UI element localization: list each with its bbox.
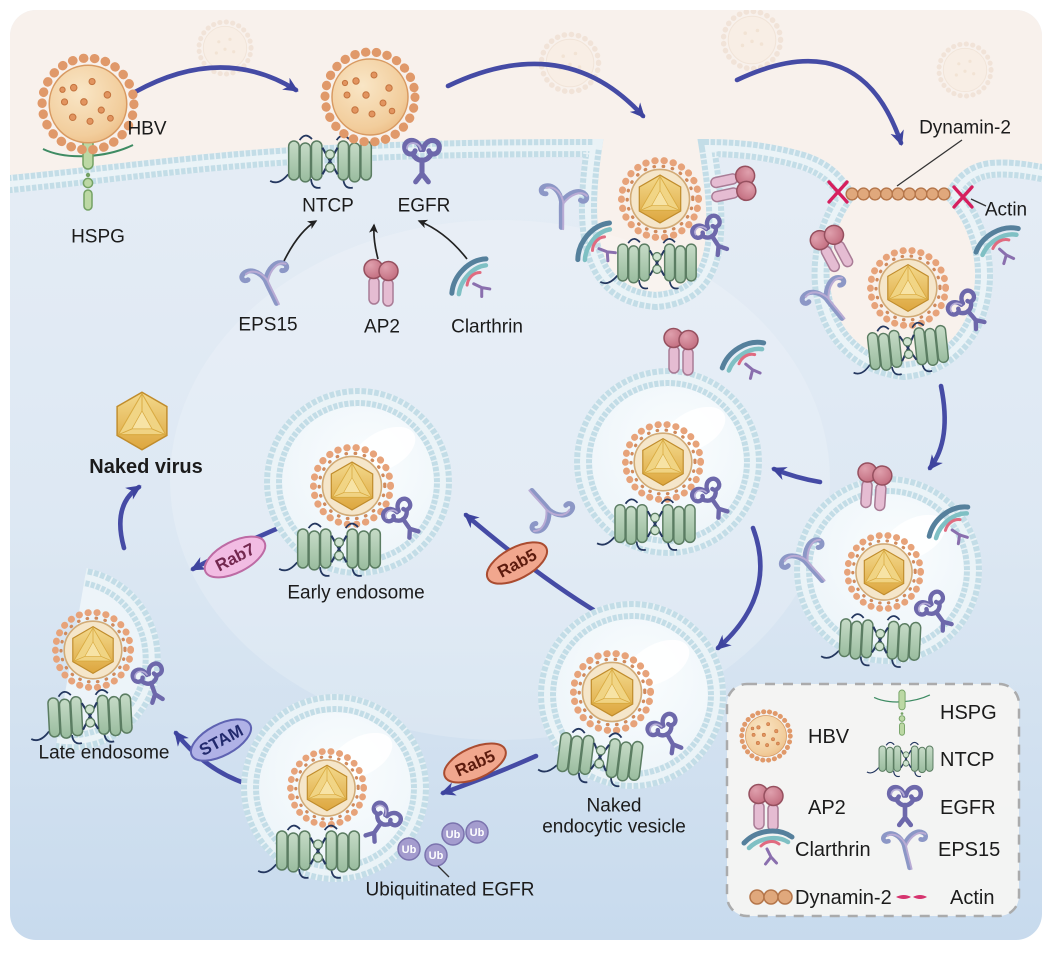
ub-label: Ub — [446, 829, 461, 841]
ubiquitinated-vesicle: Ub Ub Ub Ub Ubiquitinated EGFR — [250, 703, 534, 901]
enveloped-virion — [847, 535, 920, 608]
scission-pit: Dynamin-2 Actin — [799, 118, 1028, 381]
eps15-label: EPS15 — [238, 315, 297, 336]
ubiquitin-chain: Ub Ub Ub Ub — [397, 820, 489, 867]
legend-actin-label: Actin — [950, 887, 994, 909]
hbv-label: HBV — [127, 119, 166, 140]
actin-leader-line — [970, 198, 987, 207]
ub-label: Ub — [402, 844, 417, 856]
actin-label: Actin — [985, 200, 1027, 221]
legend-hbv-label: HBV — [808, 726, 850, 748]
ub-leader-line — [437, 865, 450, 878]
legend-dynamin-icon — [749, 889, 793, 905]
egfr-label: EGFR — [398, 196, 451, 217]
hbv-virion — [42, 58, 134, 150]
adaptor-arrows — [282, 219, 468, 264]
enveloped-virion — [625, 424, 700, 499]
legend-ap2-label: AP2 — [808, 797, 846, 819]
late-endosome-label: Late endosome — [39, 743, 170, 764]
legend-hspg-label: HSPG — [940, 702, 997, 724]
enveloped-virion — [870, 250, 945, 325]
naked-virus-label: Naked virus — [89, 456, 202, 478]
ap2-label: AP2 — [364, 317, 400, 338]
hspg-label: HSPG — [71, 227, 125, 248]
enveloped-virion — [55, 612, 130, 687]
hbv-virion-bound — [325, 52, 415, 142]
early-endosome: Early endosome — [273, 397, 443, 604]
ubiquitinated-egfr-label: Ubiquitinated EGFR — [366, 880, 535, 901]
clathrin-label: Clarthrin — [451, 317, 523, 338]
early-endosome-label: Early endosome — [287, 583, 424, 604]
dynamin-leader-line — [896, 139, 963, 187]
ub-label: Ub — [470, 827, 485, 839]
naked-vesicle-label-line1: Naked — [587, 796, 642, 817]
plasma-membrane — [10, 138, 1042, 381]
legend-dynamin-label: Dynamin-2 — [795, 887, 892, 909]
naked-virus-release: Naked virus — [89, 391, 203, 478]
pathway-arrows — [118, 58, 947, 796]
dynamin-icon — [845, 187, 951, 201]
ub-label: Ub — [429, 850, 444, 862]
ntcp-label: NTCP — [302, 196, 354, 217]
naked-endocytic-vesicle: Naked endocytic vesicle — [536, 610, 717, 838]
legend-box — [725, 682, 1021, 918]
legend-ntcp-label: NTCP — [940, 749, 994, 771]
enveloped-virion — [621, 160, 698, 237]
faded-virion-icon — [723, 11, 780, 68]
naked-vesicle-label-line2: endocytic vesicle — [542, 817, 686, 838]
legend-eps15-label: EPS15 — [938, 839, 1000, 861]
enveloped-virion — [290, 751, 363, 824]
legend-clathrin-label: Clarthrin — [795, 839, 871, 861]
dynamin-label: Dynamin-2 — [919, 118, 1011, 139]
legend: HBV HSPG NTCP AP2 EGFR Clarthrin EPS15 D… — [725, 682, 1021, 918]
late-endosome: Late endosome — [27, 568, 172, 764]
legend-egfr-label: EGFR — [940, 797, 996, 819]
extracellular-space — [10, 10, 1042, 371]
enveloped-virion — [313, 447, 390, 524]
enveloped-virion — [573, 653, 650, 730]
